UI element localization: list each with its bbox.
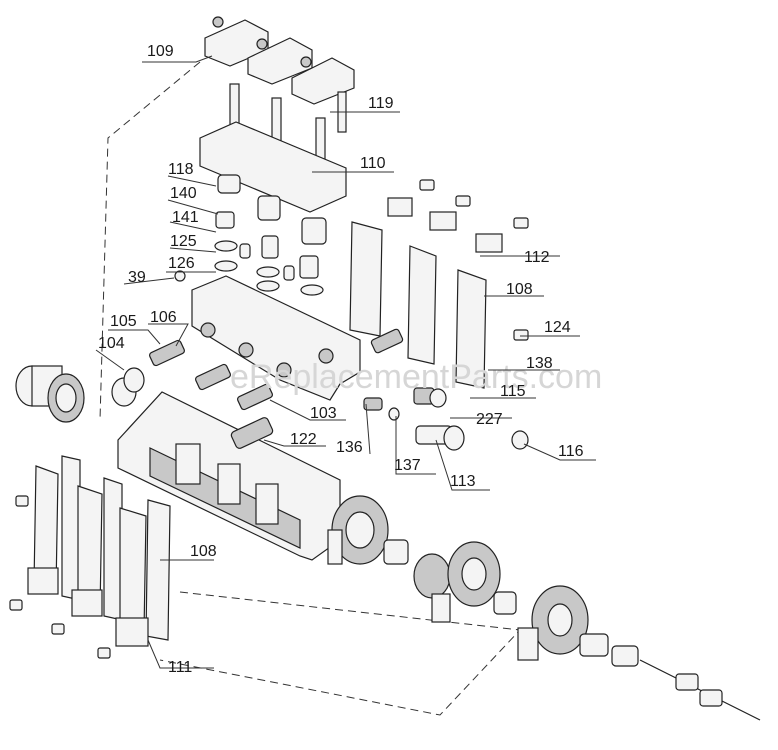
callout-108-lower: 108	[190, 543, 217, 560]
callout-106: 106	[150, 309, 177, 326]
valves	[149, 339, 273, 411]
callout-141: 141	[172, 209, 199, 226]
callout-110: 110	[360, 155, 386, 172]
callout-105: 105	[110, 313, 137, 330]
callout-115: 115	[500, 383, 526, 400]
plunger-guide	[199, 121, 347, 213]
pulley	[15, 365, 85, 423]
assembly-guide-bottom	[159, 591, 522, 716]
callout-109: 109	[147, 43, 174, 60]
callout-125: 125	[170, 233, 197, 250]
callout-103: 103	[310, 405, 337, 422]
callout-labels: 109 119 110 118 140 141 125 126 39 112 1…	[98, 43, 584, 676]
callout-116: 116	[558, 443, 584, 460]
callout-39: 39	[128, 269, 146, 286]
side-plates-left	[9, 455, 171, 659]
bolts	[419, 179, 529, 341]
callout-126: 126	[168, 255, 195, 272]
callout-124: 124	[544, 319, 571, 336]
manifold-head	[191, 275, 361, 401]
callout-138: 138	[526, 355, 553, 372]
leader-lines	[95, 55, 596, 669]
pressure-valve	[230, 417, 274, 449]
side-plates-right	[349, 197, 503, 389]
callout-122: 122	[290, 431, 317, 448]
callout-227: 227	[476, 411, 503, 428]
yoke-brackets	[204, 16, 355, 105]
callout-104: 104	[98, 335, 125, 352]
watermark-text: eReplacementParts.com	[230, 358, 602, 396]
assembly-guide-left	[99, 61, 201, 421]
callout-113: 113	[450, 473, 476, 490]
callout-108: 108	[506, 281, 533, 298]
callout-137: 137	[394, 457, 421, 474]
callout-140: 140	[170, 185, 197, 202]
callout-119: 119	[368, 95, 394, 112]
callout-111: 111	[168, 659, 192, 676]
unloader	[363, 328, 529, 451]
crankshaft-assembly	[327, 495, 761, 721]
seal-stack	[174, 174, 327, 296]
callout-136: 136	[336, 439, 363, 456]
callout-118: 118	[168, 161, 194, 178]
callout-112: 112	[524, 249, 550, 266]
